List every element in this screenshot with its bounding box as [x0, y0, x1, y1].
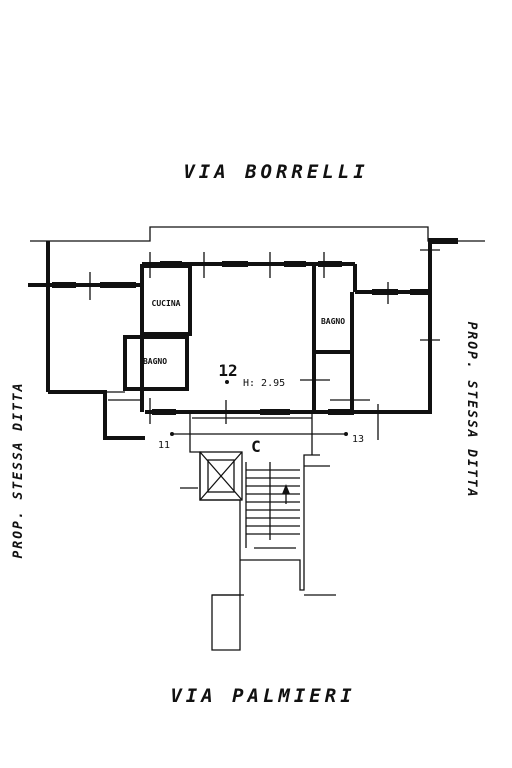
stairwell — [180, 412, 336, 651]
unit-marker-left — [170, 432, 174, 436]
unit-marker-right — [344, 432, 348, 436]
unit-marker — [225, 380, 229, 384]
room-label-bathroom-2: BAGNO — [321, 317, 345, 326]
room-label-bathroom: BAGNO — [143, 357, 167, 366]
room-label-kitchen: CUCINA — [152, 299, 181, 308]
stair-label: C — [251, 437, 261, 456]
outer-walls — [28, 226, 485, 440]
unit-number: 12 — [218, 361, 237, 380]
street-label-top: VIA BORRELLI — [183, 161, 368, 183]
street-label-bottom: VIA PALMIERI — [170, 685, 355, 707]
unit-number-left: 11 — [158, 440, 170, 451]
interior-walls — [105, 264, 354, 412]
neighbour-label-left: PROP. STESSA DITTA — [11, 382, 26, 559]
ceiling-height: H: 2.95 — [243, 378, 285, 389]
unit-number-right: 13 — [352, 434, 364, 445]
neighbour-label-right: PROP. STESSA DITTA — [464, 322, 479, 499]
window-marks — [89, 249, 440, 440]
